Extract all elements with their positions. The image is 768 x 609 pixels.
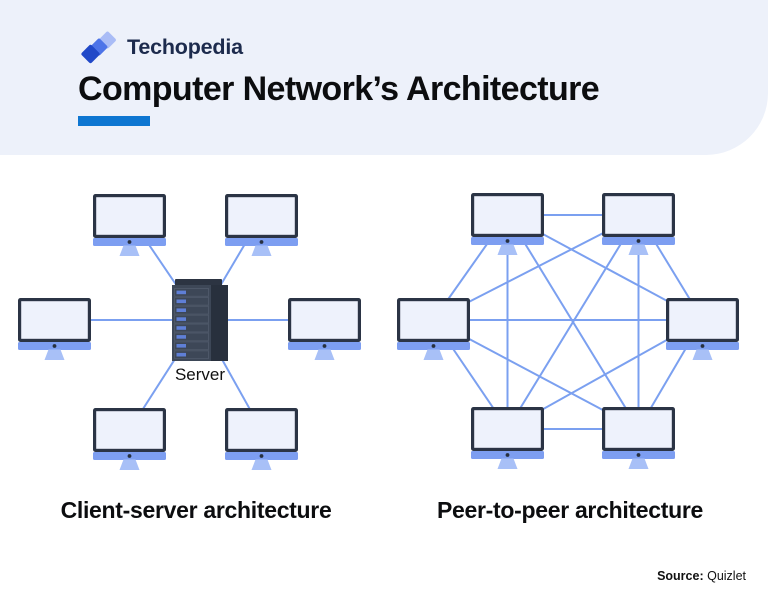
page-title: Computer Network’s Architecture [78, 70, 600, 108]
peer-monitor-icon [471, 193, 544, 255]
techopedia-logo-icon [81, 31, 116, 64]
server-label: Server [174, 365, 226, 384]
server-rack-icon [171, 278, 229, 362]
peer-monitor-icon [471, 407, 544, 469]
peer-monitor-icon [602, 193, 675, 255]
header: Techopedia Computer Network’s Architectu… [0, 0, 768, 155]
client-monitor-icon [93, 194, 166, 256]
client-monitor-icon [288, 298, 361, 360]
title-underline [78, 116, 150, 126]
peer-monitor-icon [397, 298, 470, 360]
source-value: Quizlet [707, 569, 746, 583]
caption-peer-to-peer: Peer-to-peer architecture [436, 497, 704, 523]
brand: Techopedia [80, 30, 243, 65]
client-monitor-icon [18, 298, 91, 360]
source-label: Source: [657, 569, 704, 583]
peer-monitor-icon [666, 298, 739, 360]
peer-monitor-icon [602, 407, 675, 469]
client-monitor-icon [225, 408, 298, 470]
client-server-diagram [18, 194, 361, 470]
peer-to-peer-diagram [397, 193, 739, 469]
client-monitor-icon [93, 408, 166, 470]
client-monitor-icon [225, 194, 298, 256]
connection-lines [432, 214, 704, 430]
caption-client-server: Client-server architecture [60, 497, 332, 523]
brand-name: Techopedia [127, 35, 243, 59]
source-note: Source: Quizlet [657, 569, 746, 583]
